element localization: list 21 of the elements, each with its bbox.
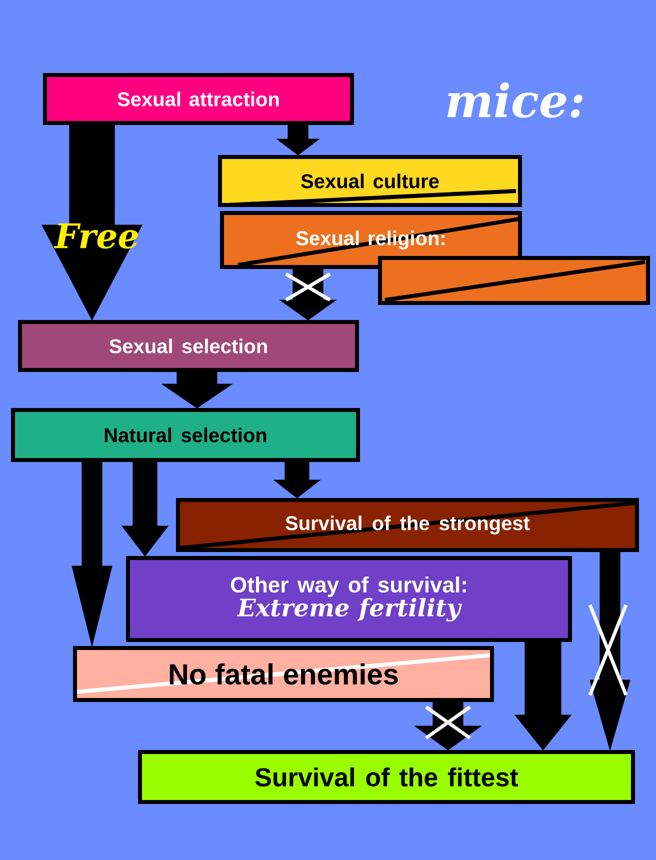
block-arrow xyxy=(72,462,112,648)
block-arrow xyxy=(273,462,321,498)
process-box: Survival of the strongest xyxy=(176,498,639,552)
process-box: No fatal enemies xyxy=(73,646,494,702)
process-box: Survival of the fittest xyxy=(138,750,635,804)
block-arrow xyxy=(276,124,320,156)
title: mice: xyxy=(447,82,582,118)
process-box: Sexual attraction xyxy=(43,73,354,125)
block-arrow xyxy=(42,124,142,321)
block-arrow xyxy=(161,372,233,408)
process-box: Sexual selection xyxy=(18,320,359,372)
block-arrow xyxy=(514,642,572,750)
process-box: Other way of survival: Extreme fertility xyxy=(126,556,572,642)
edge-label: Free xyxy=(54,223,138,249)
process-box xyxy=(378,256,650,305)
process-box: Sexual culture xyxy=(218,155,522,207)
block-arrow xyxy=(121,462,169,556)
block-arrow xyxy=(279,268,337,320)
block-arrow xyxy=(414,702,482,750)
block-arrow xyxy=(590,552,630,752)
process-box: Natural selection xyxy=(11,408,360,462)
